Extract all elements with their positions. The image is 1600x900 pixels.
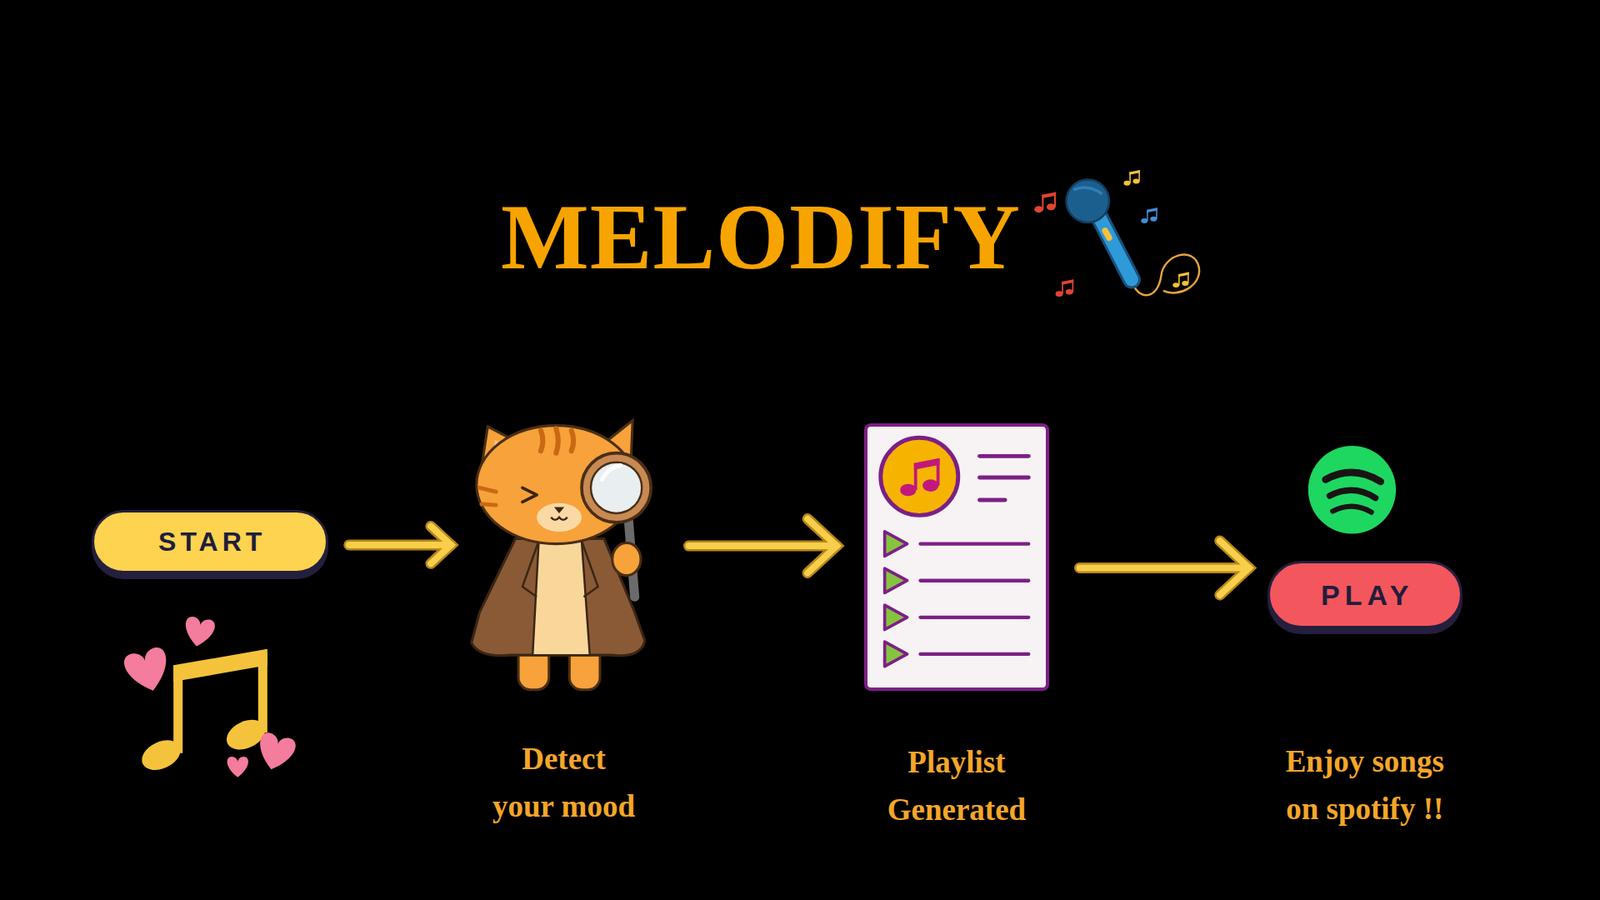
arrow-stroke	[689, 542, 838, 550]
step-caption: Detect your mood	[488, 735, 640, 830]
detective-cat-illustration	[471, 420, 652, 690]
button-label: START	[154, 528, 266, 555]
flow-arrow	[1080, 540, 1250, 595]
playlist-illustration	[866, 425, 1048, 690]
start-button: START	[91, 510, 329, 574]
arrow-outline	[1080, 562, 1250, 574]
step-caption: Enjoy songs on spotify !!	[1275, 737, 1455, 833]
hearts-music-icon	[121, 615, 298, 778]
arrow-stroke	[807, 519, 837, 574]
arrow-stroke	[1220, 540, 1250, 595]
mood-detector: Detect your mood	[469, 418, 659, 695]
page-title: MELODIFY	[500, 190, 1021, 284]
arrow-outline	[349, 539, 451, 550]
arrow-outline	[689, 540, 838, 552]
arrow-stroke	[1080, 564, 1250, 571]
playlist-card: Playlist Generated	[864, 423, 1050, 691]
step-caption: Playlist Generated	[873, 738, 1040, 834]
arrow-stroke	[430, 525, 451, 564]
button-label: PLAY	[1315, 580, 1415, 610]
microphone-icon	[1034, 170, 1200, 297]
spotify-logo	[1308, 445, 1396, 534]
flow-arrow	[349, 525, 451, 564]
arrow-stroke	[349, 541, 451, 549]
flow-arrow	[689, 519, 838, 574]
play-button: PLAYEnjoy songs on spotify !!	[1267, 560, 1463, 629]
